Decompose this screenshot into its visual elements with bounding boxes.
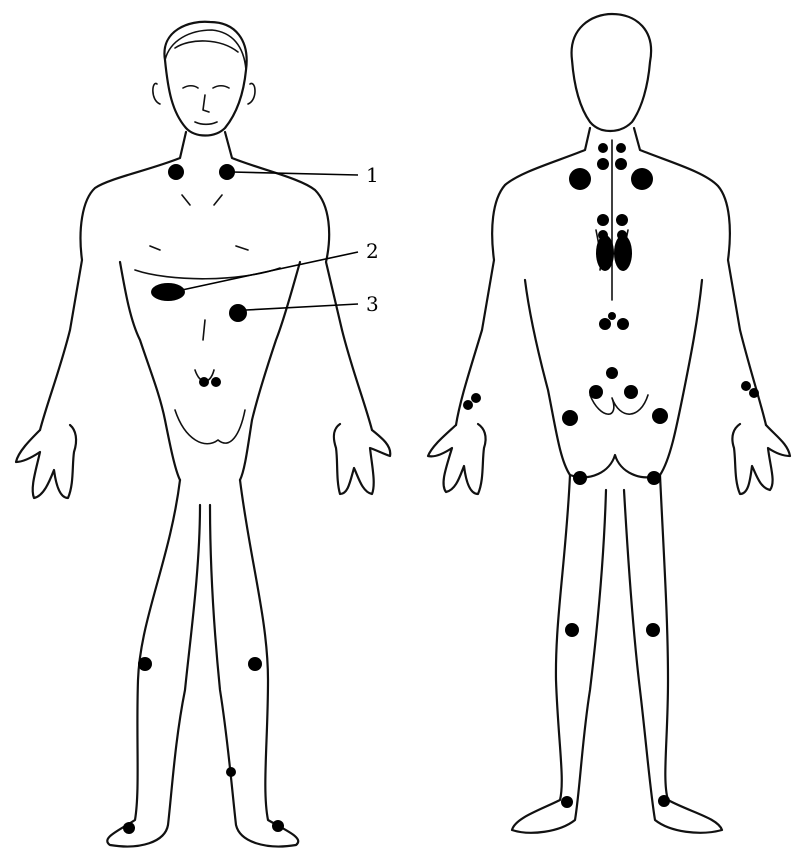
callout-3-leader (246, 304, 358, 310)
point-back-shoulder-left (569, 168, 591, 190)
point-front-navel-left (199, 377, 209, 387)
point-back-upper-2 (616, 214, 628, 226)
front-legs-outline (107, 480, 298, 846)
point-front-ribs-right (229, 304, 247, 322)
point-back-buttock-left (573, 471, 587, 485)
front-figure (16, 22, 390, 847)
point-back-sacrum-right (624, 385, 638, 399)
front-head-outline (164, 22, 246, 136)
point-back-mid-left (596, 235, 614, 271)
callout-1-number: 1 (366, 163, 379, 187)
back-head-outline (572, 14, 652, 131)
back-torso-outline (456, 128, 766, 477)
point-back-knee-left (565, 623, 579, 637)
point-back-shoulder-right (631, 168, 653, 190)
point-back-hip-right (652, 408, 668, 424)
point-front-navel-right (211, 377, 221, 387)
callout-2: 2 (182, 239, 379, 290)
point-front-foot-right (272, 820, 284, 832)
front-left-hand (16, 425, 76, 498)
point-back-knee-right (646, 623, 660, 637)
point-front-shin-right (226, 767, 236, 777)
point-back-mid-right (614, 235, 632, 271)
point-back-sacrum-left (589, 385, 603, 399)
front-hair (165, 30, 246, 70)
point-back-elbow-left-1 (471, 393, 481, 403)
point-back-elbow-right-1 (741, 381, 751, 391)
front-right-hand (334, 424, 390, 494)
point-back-lumbar-3 (617, 318, 629, 330)
callout-3-number: 3 (366, 292, 379, 316)
point-back-buttock-right (647, 471, 661, 485)
callout-2-number: 2 (366, 239, 379, 263)
callout-3: 3 (246, 292, 379, 316)
point-back-lumbar-1 (608, 312, 616, 320)
back-points (463, 143, 759, 808)
point-back-sacrum-top (606, 367, 618, 379)
back-left-hand (428, 424, 486, 494)
back-right-hand (732, 424, 790, 494)
point-front-neck-left (168, 164, 184, 180)
callout-1-leader (232, 172, 358, 175)
point-back-heel-right (658, 795, 670, 807)
point-back-lumbar-2 (599, 318, 611, 330)
point-back-neck-2 (616, 143, 626, 153)
front-chest-lines (135, 195, 280, 444)
point-back-neck-4 (615, 158, 627, 170)
point-back-elbow-left-2 (463, 400, 473, 410)
point-back-neck-1 (598, 143, 608, 153)
point-back-upper-1 (597, 214, 609, 226)
point-front-knee-right (248, 657, 262, 671)
point-back-neck-3 (597, 158, 609, 170)
point-front-chest-left (151, 283, 185, 301)
point-back-heel-left (561, 796, 573, 808)
point-front-foot-left (123, 822, 135, 834)
point-front-knee-left (138, 657, 152, 671)
point-back-elbow-right-2 (749, 388, 759, 398)
front-points (123, 164, 284, 834)
back-figure (428, 14, 790, 833)
point-back-hip-left (562, 410, 578, 426)
back-legs-outline (512, 475, 722, 833)
